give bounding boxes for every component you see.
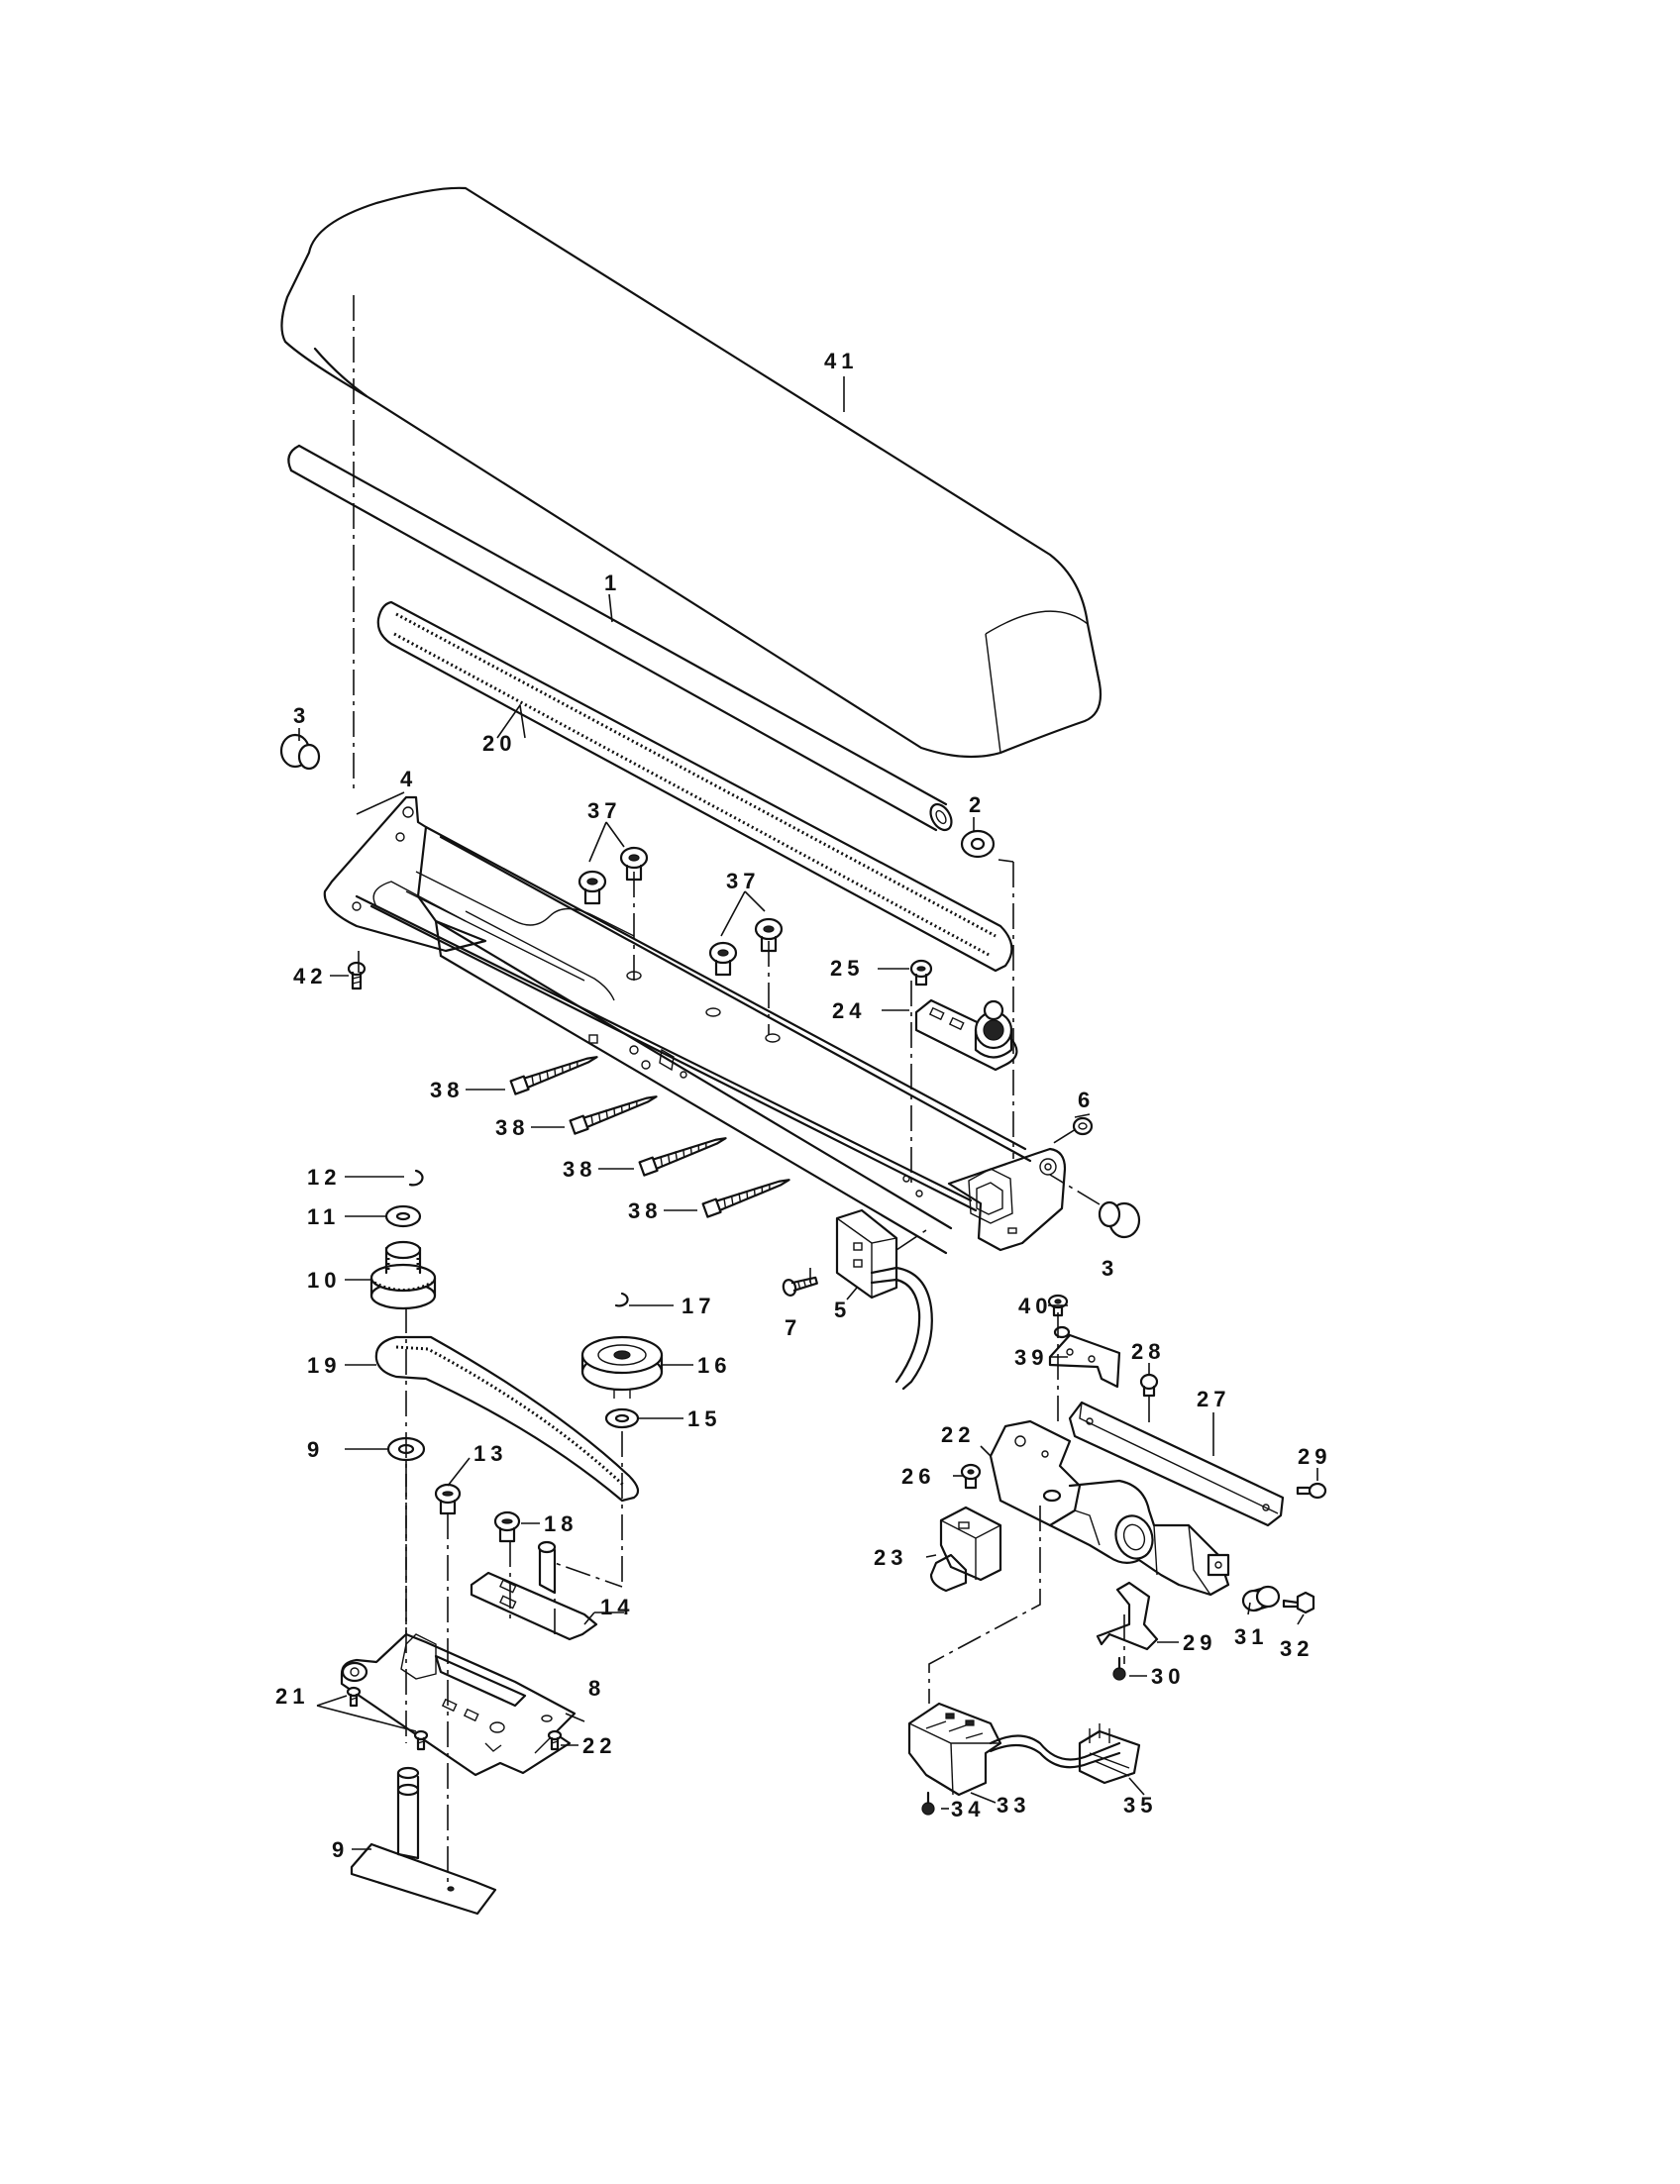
assembly-center-lines: [353, 295, 1150, 1887]
label-31: 30: [1151, 1664, 1185, 1689]
label-38-d: 38: [628, 1198, 662, 1223]
label-23: 24: [832, 998, 866, 1023]
label-9: 9: [332, 1837, 349, 1862]
washer-part: [960, 829, 996, 859]
spring-clip-part: [1096, 1581, 1159, 1651]
nut-part: [1072, 1116, 1094, 1136]
idler-pulley-bracket-part: [914, 998, 1018, 1072]
label-2: 2: [969, 792, 986, 817]
screw-part: [346, 1686, 563, 1751]
washer-part: [604, 1407, 640, 1429]
label-41: 41: [824, 349, 858, 373]
label-8: 8: [588, 1676, 605, 1701]
label-32: 31: [1234, 1624, 1268, 1649]
label-14: 13: [473, 1441, 507, 1466]
e-ring-part: [614, 1292, 629, 1307]
label-29-top: 28: [1131, 1339, 1165, 1364]
label-37-a: 37: [587, 798, 621, 823]
bushing-part: [1241, 1585, 1281, 1612]
label-20: 19: [307, 1353, 341, 1378]
label-26: 23: [874, 1545, 907, 1570]
label-4: 4: [400, 767, 417, 791]
label-1: 1: [604, 571, 621, 595]
label-22-right: 22: [582, 1733, 616, 1758]
label-21: 20: [482, 731, 516, 756]
e-ring-part: [408, 1169, 424, 1187]
label-11: 10: [307, 1268, 341, 1293]
wood-screw-part: [509, 1056, 790, 1218]
wire-harness-part: [989, 1723, 1141, 1785]
label-30: 29: [1183, 1630, 1216, 1655]
label-40: 40: [1018, 1294, 1052, 1318]
pulley-part: [580, 1335, 664, 1399]
washer-part: [384, 1204, 422, 1228]
screw-part: [921, 1591, 1315, 1816]
label-25: 22: [941, 1422, 975, 1447]
label-24: 25: [830, 956, 864, 981]
gear-pulley-part: [369, 1240, 437, 1310]
label-36: 35: [1123, 1793, 1157, 1818]
main-frame-part: [323, 795, 1067, 1255]
label-3-left: 3: [293, 703, 310, 728]
label-38-a: 38: [430, 1078, 464, 1102]
label-29-right: 29: [1298, 1444, 1331, 1469]
label-12: 11: [307, 1204, 340, 1229]
screw-part: [782, 1276, 818, 1297]
label-leader-lines: [298, 376, 1318, 1850]
screw-part: [1139, 1373, 1327, 1500]
label-13: 12: [307, 1165, 341, 1190]
label-35: 34: [951, 1797, 985, 1821]
label-33: 32: [1280, 1636, 1313, 1661]
label-37-b: 37: [726, 869, 760, 893]
post-plate-part: [350, 1766, 497, 1916]
label-22-left: 21: [275, 1684, 309, 1709]
label-34: 33: [997, 1793, 1030, 1818]
shaft-part: [287, 444, 953, 832]
micro-switch-part: [835, 1208, 933, 1391]
label-3-right: 3: [1102, 1256, 1118, 1281]
label-6: 6: [1078, 1088, 1095, 1112]
part-number-labels: 41 1 20 2 3 4 37 37 25 24 42 38 38 38 38…: [275, 349, 1331, 1862]
label-5: 5: [834, 1298, 851, 1322]
label-38-b: 38: [495, 1115, 529, 1140]
screw-part: [1047, 1294, 1069, 1317]
carriage-block-part: [989, 1419, 1230, 1597]
label-28: 27: [1197, 1387, 1230, 1411]
pulley-bracket-part: [470, 1540, 598, 1641]
base-plate-part: [340, 1632, 577, 1777]
sensor-block-part: [907, 1702, 1002, 1797]
label-18: 17: [682, 1294, 715, 1318]
belt-clamp-part: [929, 1506, 1002, 1593]
guide-bar-part: [1068, 1401, 1285, 1527]
label-16: 15: [687, 1406, 721, 1431]
label-17: 16: [697, 1353, 731, 1378]
label-38-c: 38: [563, 1157, 596, 1182]
label-42: 42: [293, 964, 327, 988]
screw-part: [347, 846, 933, 990]
label-10: 9: [307, 1437, 324, 1462]
bushing-part: [279, 733, 1141, 1239]
label-7: 7: [785, 1315, 801, 1340]
screw-part: [960, 1463, 982, 1490]
label-27: 26: [901, 1464, 935, 1489]
cover-part: [280, 186, 1102, 759]
drive-belt-part: [374, 1335, 640, 1503]
label-15: 14: [600, 1595, 634, 1619]
label-19: 18: [544, 1511, 578, 1536]
timing-belt-part: [376, 600, 1013, 973]
label-39: 39: [1014, 1345, 1048, 1370]
